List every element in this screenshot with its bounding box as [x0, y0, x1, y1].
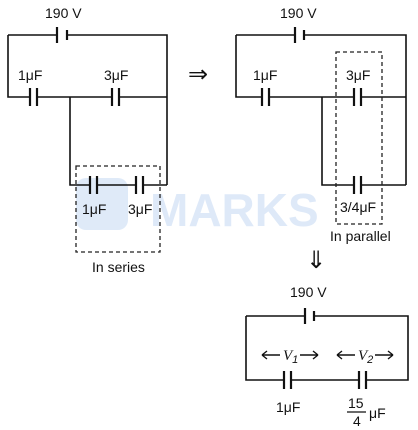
c2-parallel-box-label: In parallel: [330, 228, 391, 244]
c1-top-wire: [8, 34, 168, 185]
c1-series-box: [75, 165, 161, 253]
c3-v1-left-arrow-icon: [261, 350, 280, 360]
c3-fraction-denominator: 4: [353, 413, 361, 429]
circuit-2: 190 V 1μF 3μF 3/4μF In parallel: [235, 5, 407, 244]
c3-v1-right-arrow-icon: [300, 350, 319, 360]
c3-left-wire: [245, 316, 284, 381]
c2-parallel-box: [335, 51, 383, 225]
c2-battery-label: 190 V: [280, 5, 317, 21]
c3-fraction-numerator: 15: [348, 395, 364, 411]
c1-cap-3uf-label: 3μF: [104, 67, 128, 83]
c3-battery-label: 190 V: [290, 284, 327, 300]
c1-series-box-label: In series: [92, 259, 145, 275]
circuit-1: 190 V 1μF 3μF 1μF 3μF In series: [7, 5, 168, 275]
c2-branch-wire: [321, 97, 354, 186]
c3-cap-1uf-label: 1μF: [276, 399, 300, 415]
watermark-text: MARKS: [150, 184, 319, 236]
c1-left-wire: [7, 35, 30, 98]
c2-cap-34uf-label: 3/4μF: [340, 199, 376, 215]
c2-top-wire: [236, 34, 407, 185]
c1-series-cap1-label: 1μF: [82, 201, 106, 217]
c2-cap-1uf-label: 1μF: [253, 67, 277, 83]
c2-cap-3uf-label: 3μF: [346, 67, 370, 83]
c3-top-wire: [246, 315, 409, 381]
c3-v1-label: V1: [283, 348, 298, 366]
c2-left-wire: [235, 35, 262, 98]
down-arrow-icon: ⇓: [306, 246, 326, 274]
c3-v2-left-arrow-icon: [336, 350, 355, 360]
c3-cap-15-4uf-label: 15 4 μF: [347, 395, 386, 429]
c1-battery-label: 190 V: [45, 5, 82, 21]
c1-cap-1uf-label: 1μF: [18, 67, 42, 83]
c3-v2-right-arrow-icon: [375, 350, 394, 360]
c1-series-cap2-label: 3μF: [128, 201, 152, 217]
c3-fraction-unit: μF: [369, 405, 386, 421]
circuit-3: 190 V V1 V2 1μF 15 4 μF: [245, 284, 409, 429]
watermark: MARKS: [76, 178, 319, 236]
c3-v2-label: V2: [358, 348, 373, 366]
right-arrow-icon: ⇒: [188, 60, 208, 88]
c1-branch-wire: [69, 97, 90, 186]
